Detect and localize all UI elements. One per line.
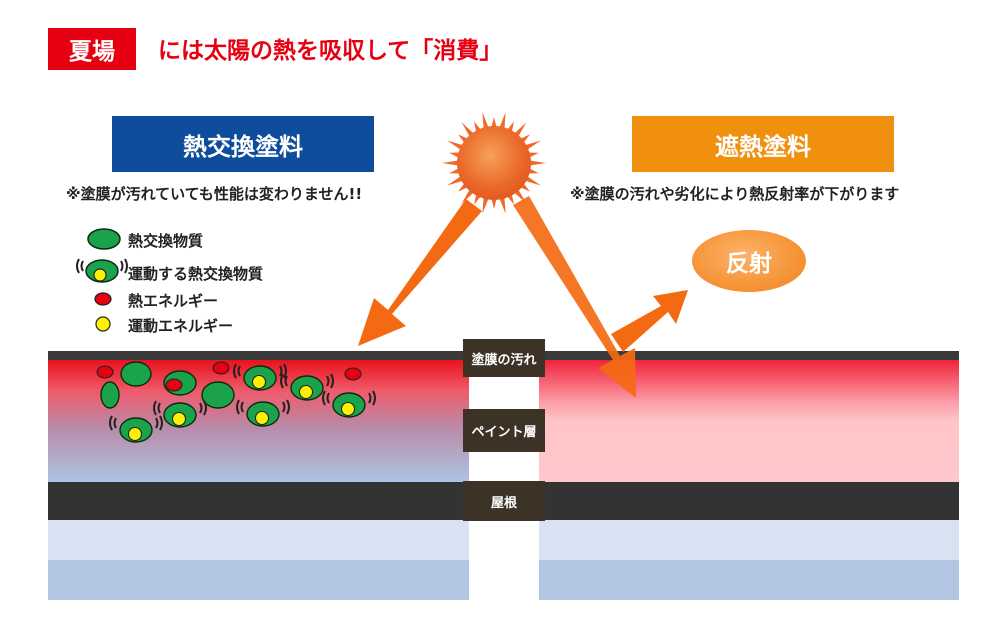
legend-label-moving-material: 運動する熱交換物質 <box>128 265 264 283</box>
summer-badge: 夏場 <box>48 28 136 70</box>
sun-ray <box>499 112 506 129</box>
sun-ray <box>491 117 497 128</box>
motion-mark <box>372 390 376 406</box>
kinetic-energy-icon <box>95 316 111 332</box>
sun-ray <box>482 112 489 129</box>
legend-icons <box>76 228 128 332</box>
sun-to-right-arrow <box>513 196 636 398</box>
legend-label-kinetic-energy: 運動エネルギー <box>128 317 234 335</box>
dirt-layer-label: 塗膜の汚れ <box>463 339 545 377</box>
heat-energy-icon <box>94 292 112 306</box>
heat-energy <box>212 361 230 375</box>
headline: には太陽の熱を吸収して「消費」 <box>158 38 503 64</box>
sun-ray <box>528 168 539 174</box>
heat-exchange-paint-title: 熱交換塗料 <box>112 116 374 172</box>
motion-mark <box>199 402 203 414</box>
motion-mark <box>322 390 326 406</box>
kinetic-energy <box>251 374 267 390</box>
sun-ray <box>447 176 463 186</box>
legend-label-heat-energy: 熱エネルギー <box>128 292 219 310</box>
heat-energy <box>344 367 362 381</box>
left-base-layer-1 <box>48 520 469 560</box>
motion-mark <box>368 392 372 404</box>
motion-mark <box>113 417 117 429</box>
heat-energy <box>96 365 114 379</box>
sun-ray <box>461 122 474 137</box>
heat-exchange-material <box>120 361 152 387</box>
heat-exchange-note: ※塗膜が汚れていても性能は変わりません!! <box>66 185 363 203</box>
kinetic-energy <box>127 426 143 442</box>
sun-ray <box>529 160 546 166</box>
left-dirt-layer <box>48 351 469 360</box>
sun-ray <box>461 189 474 204</box>
sun-ray <box>482 197 489 214</box>
motion-mark <box>236 399 240 415</box>
motion-mark <box>282 401 286 413</box>
kinetic-energy <box>254 410 270 426</box>
sun-icon <box>442 112 546 214</box>
sun-ray <box>449 152 460 158</box>
left-base-layer-2 <box>48 560 469 600</box>
kinetic-energy <box>298 384 314 400</box>
motion-mark <box>159 415 163 431</box>
paint-layer-label: ペイント層 <box>463 409 545 452</box>
paint-particles <box>96 361 376 443</box>
legend-label-heat-exchange-material: 熱交換物質 <box>128 232 204 250</box>
motion-mark <box>284 375 288 387</box>
sun-ray <box>499 197 506 214</box>
sun-ray <box>525 140 541 150</box>
sun-ray <box>528 152 539 158</box>
motion-mark <box>286 399 290 415</box>
right-paint-layer <box>539 360 959 482</box>
sun-ray <box>525 176 541 186</box>
motion-mark <box>330 373 334 389</box>
sun-to-left-arrow <box>358 199 482 346</box>
motion-mark <box>326 375 330 387</box>
motion-mark <box>155 417 159 429</box>
right-dirt-layer <box>539 351 959 360</box>
heat-energy <box>165 378 183 392</box>
motion-mark <box>233 363 237 379</box>
motion-mark <box>109 415 113 431</box>
kinetic-energy <box>171 411 187 427</box>
motion-mark <box>203 400 207 416</box>
motion-mark <box>237 365 241 377</box>
sun-ray <box>491 198 497 209</box>
heat-exchange-material-icon <box>87 228 121 250</box>
right-base-layer-1 <box>539 520 959 560</box>
reflect-arrow <box>611 290 688 352</box>
reflect-bubble: 反射 <box>692 230 806 292</box>
heat-exchange-material <box>100 381 120 409</box>
heat-shield-note: ※塗膜の汚れや劣化により熱反射率が下がります <box>570 185 900 203</box>
sun-ray <box>514 122 527 137</box>
heat-shield-paint-title: 遮熱塗料 <box>632 116 894 172</box>
motion-mark <box>326 392 330 404</box>
right-roof-stack <box>539 351 959 600</box>
sun-ray <box>447 140 463 150</box>
motion-mark <box>157 402 161 414</box>
left-roof-layer <box>48 482 469 520</box>
right-roof-layer <box>539 482 959 520</box>
sun-ray <box>449 168 460 174</box>
motion-mark <box>240 401 244 413</box>
right-base-layer-2 <box>539 560 959 600</box>
motion-mark <box>153 400 157 416</box>
motion-mark <box>283 363 287 379</box>
sun-ray <box>442 160 459 166</box>
motion-mark <box>280 373 284 389</box>
heat-exchange-material <box>201 381 235 409</box>
roof-layer-label: 屋根 <box>463 481 545 521</box>
moving-heat-exchange-material-icon <box>76 258 128 283</box>
motion-mark <box>279 365 283 377</box>
kinetic-energy <box>340 401 356 417</box>
